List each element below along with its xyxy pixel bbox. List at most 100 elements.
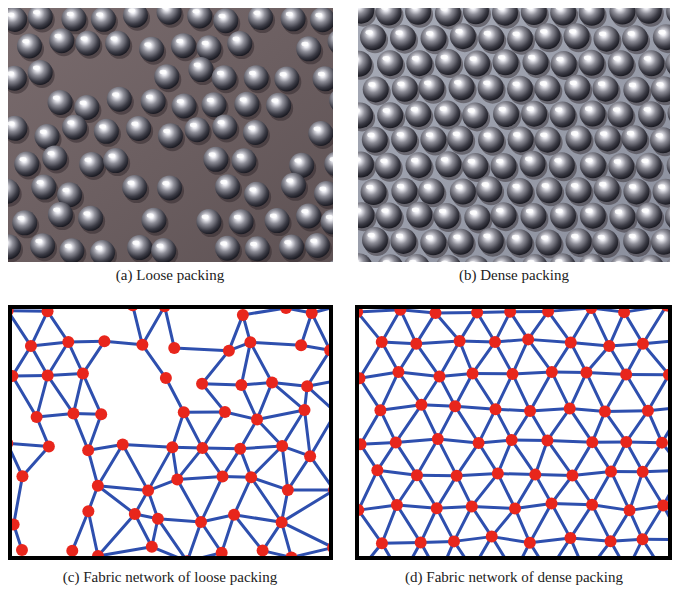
contact-line <box>305 410 311 456</box>
steel-ball <box>358 51 372 77</box>
contact-line <box>397 505 421 543</box>
steel-ball <box>579 101 605 127</box>
ball-highlight <box>658 184 665 189</box>
steel-ball <box>196 209 221 234</box>
ball-highlight <box>526 8 533 9</box>
steel-ball <box>391 178 417 204</box>
ball-highlight <box>512 235 519 240</box>
steel-ball <box>492 8 518 26</box>
steel-ball <box>623 77 649 103</box>
particle-dot <box>586 499 598 511</box>
contact-line <box>472 474 498 507</box>
particle-dot <box>92 480 104 492</box>
steel-ball <box>550 253 576 262</box>
steel-ball <box>622 25 648 51</box>
particle-dot <box>66 545 78 557</box>
contact-line <box>201 477 222 522</box>
steel-ball <box>8 179 20 204</box>
steel-ball <box>94 119 119 144</box>
steel-ball <box>358 102 373 128</box>
steel-ball <box>75 31 100 56</box>
steel-ball <box>361 179 387 205</box>
particle-dot <box>299 404 311 416</box>
steel-ball <box>665 51 670 77</box>
ball-highlight <box>17 216 24 221</box>
ball-highlight <box>162 8 169 10</box>
steel-ball <box>141 89 166 114</box>
steel-ball <box>377 102 403 128</box>
particle-dot <box>234 443 246 455</box>
ball-highlight <box>468 8 475 9</box>
ball-highlight <box>217 71 224 76</box>
steel-ball <box>281 173 306 198</box>
ball-highlight <box>484 31 491 36</box>
ball-highlight <box>19 157 26 162</box>
contact-line <box>14 476 23 524</box>
ball-highlight <box>358 157 361 162</box>
particle-dot <box>136 339 148 351</box>
particle-dot <box>642 405 654 417</box>
ball-highlight <box>396 234 403 239</box>
ball-highlight <box>395 30 402 35</box>
ball-highlight <box>286 178 293 183</box>
particle-dot <box>178 406 190 418</box>
ball-highlight <box>512 184 519 189</box>
steel-ball <box>265 208 290 233</box>
steel-ball <box>651 76 670 102</box>
ball-highlight <box>67 12 74 17</box>
steel-ball <box>608 153 634 179</box>
ball-highlight <box>585 208 592 213</box>
ball-highlight <box>314 126 321 131</box>
contact-line <box>184 410 225 413</box>
steel-ball <box>375 153 401 179</box>
steel-ball <box>550 8 576 26</box>
steel-ball <box>14 151 39 176</box>
steel-ball <box>462 102 488 128</box>
contact-line <box>98 547 152 556</box>
particle-dot <box>245 471 257 483</box>
contact-line <box>257 410 304 419</box>
contact-line <box>310 412 331 456</box>
particle-dot <box>564 532 576 544</box>
steel-ball <box>28 60 53 85</box>
ball-highlight <box>441 157 448 162</box>
contact-line <box>234 477 251 514</box>
particle-dot <box>304 450 316 462</box>
particle-dot <box>473 437 485 449</box>
steel-ball <box>390 228 416 254</box>
ball-highlight <box>220 180 227 185</box>
ball-highlight <box>598 81 605 86</box>
particle-dot <box>451 470 463 482</box>
panel-frame <box>10 307 331 558</box>
ball-highlight <box>368 82 375 87</box>
particle-dot <box>223 345 235 357</box>
steel-ball <box>534 75 560 101</box>
ball-highlight <box>656 235 663 240</box>
ball-highlight <box>202 41 209 46</box>
steel-ball <box>308 121 333 146</box>
steel-ball <box>363 76 389 102</box>
ball-highlight <box>248 126 255 130</box>
particle-dot <box>43 440 55 452</box>
steel-ball <box>520 203 546 229</box>
ball-highlight <box>412 207 419 212</box>
steel-ball <box>296 36 321 61</box>
panel-frame <box>357 307 670 558</box>
steel-ball <box>435 255 461 262</box>
contact-line <box>83 374 101 415</box>
steel-ball <box>592 229 618 255</box>
ball-highlight <box>207 98 214 103</box>
ball-highlight <box>358 57 359 62</box>
ball-highlight <box>656 133 663 138</box>
steel-ball <box>522 254 548 262</box>
particle-dot <box>16 544 28 556</box>
particle-dot <box>257 545 269 557</box>
steel-ball <box>49 28 74 53</box>
particle-dot <box>98 335 110 347</box>
steel-ball <box>212 115 237 140</box>
contact-line <box>626 375 648 411</box>
ball-highlight <box>441 260 448 262</box>
steel-ball <box>434 101 460 127</box>
steel-ball <box>665 255 670 262</box>
steel-ball <box>493 49 519 75</box>
